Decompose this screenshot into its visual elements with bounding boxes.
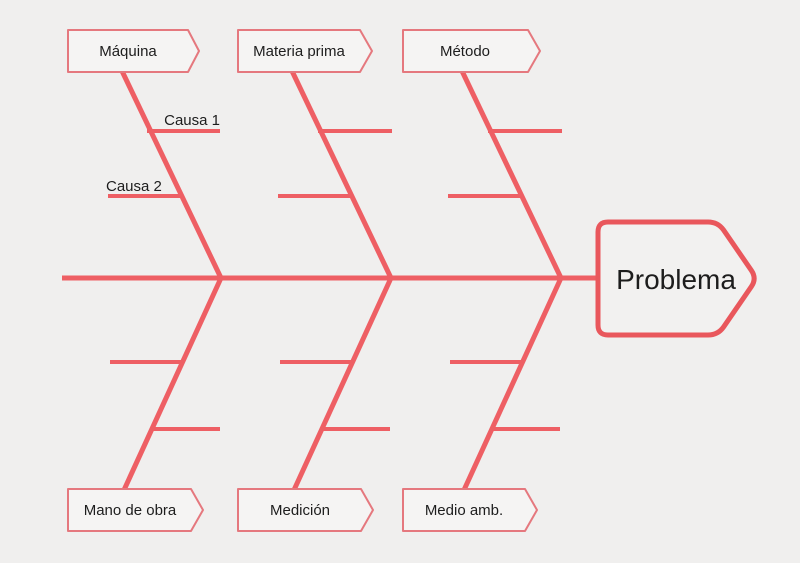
- problem-label: Problema: [616, 264, 736, 295]
- bone-metodo: [459, 69, 564, 280]
- bone-mano-de-obra: [121, 276, 224, 492]
- category-box[interactable]: [237, 29, 373, 73]
- category-label: Medio amb.: [425, 502, 503, 519]
- category-label: Materia prima: [253, 43, 345, 60]
- category-box[interactable]: [67, 488, 204, 532]
- category-label: Máquina: [99, 43, 157, 60]
- problem-box[interactable]: [595, 219, 757, 338]
- category-node-medio-amb[interactable]: Medio amb.: [402, 488, 538, 532]
- bone-medicion: [291, 276, 394, 492]
- category-box[interactable]: [67, 29, 200, 73]
- category-label: Mano de obra: [84, 502, 177, 519]
- bone-materia-prima: [289, 69, 394, 280]
- bone-maquina: [119, 69, 224, 280]
- category-box[interactable]: [402, 488, 538, 532]
- cause-label-causa1: Causa 1: [164, 112, 220, 129]
- category-node-medicion[interactable]: Medición: [237, 488, 374, 532]
- category-box[interactable]: [402, 29, 541, 73]
- bone-medio-amb: [461, 276, 564, 492]
- category-node-mano-de-obra[interactable]: Mano de obra: [67, 488, 204, 532]
- cause-label-causa2: Causa 2: [106, 178, 162, 195]
- category-node-maquina[interactable]: Máquina: [67, 29, 200, 73]
- problem-node[interactable]: Problema: [595, 219, 757, 338]
- category-node-materia-prima[interactable]: Materia prima: [237, 29, 373, 73]
- category-label: Método: [440, 43, 490, 60]
- category-node-metodo[interactable]: Método: [402, 29, 541, 73]
- category-box[interactable]: [237, 488, 374, 532]
- category-label: Medición: [270, 502, 330, 519]
